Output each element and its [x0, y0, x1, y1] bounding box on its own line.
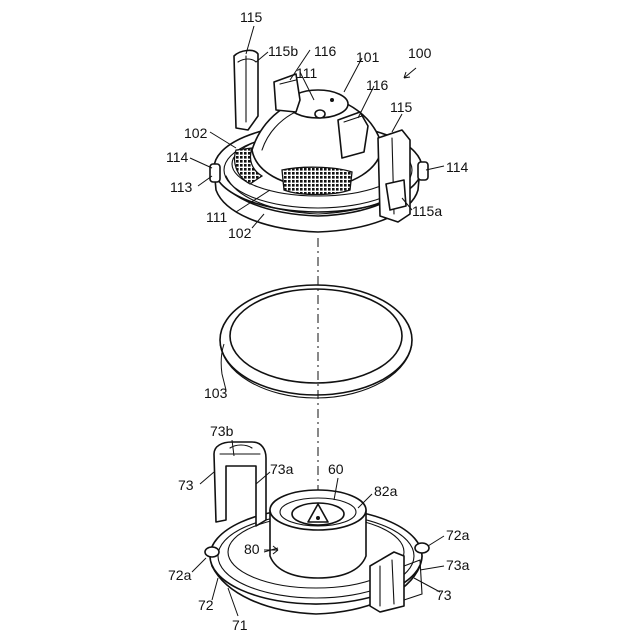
- side-pin-right: [418, 162, 428, 180]
- label-115a: 115a: [412, 203, 442, 219]
- label-71: 71: [232, 617, 248, 633]
- label-115-top: 115: [240, 9, 263, 25]
- label-73-right: 73: [436, 587, 452, 603]
- side-pin-left: [210, 164, 220, 182]
- label-73a-top: 73a: [270, 461, 294, 477]
- label-116-a: 116: [314, 43, 337, 59]
- label-72: 72: [198, 597, 214, 613]
- label-113: 113: [170, 179, 193, 195]
- latch-73-left: [214, 442, 266, 526]
- label-111-bottom: 111: [206, 209, 227, 225]
- front-window: [282, 167, 352, 194]
- ear-72a-left: [205, 547, 219, 557]
- label-73b: 73b: [210, 423, 234, 439]
- label-115b: 115b: [268, 43, 298, 59]
- latch-hook-115a: [386, 180, 406, 210]
- top-cap-assembly: [210, 50, 428, 232]
- label-115-right: 115: [390, 99, 413, 115]
- label-101: 101: [356, 49, 380, 65]
- label-111-top: 111: [296, 65, 317, 81]
- arrow-100: [404, 68, 416, 78]
- label-80: 80: [244, 541, 260, 557]
- label-82a: 82a: [374, 483, 398, 499]
- label-102-top: 102: [184, 125, 208, 141]
- label-100: 100: [408, 45, 432, 61]
- top-center-hole: [315, 110, 325, 118]
- label-102-bottom: 102: [228, 225, 252, 241]
- label-72a-right: 72a: [446, 527, 470, 543]
- label-114-right: 114: [446, 159, 469, 175]
- label-114-left: 114: [166, 149, 189, 165]
- bottom-base-assembly: [205, 442, 429, 614]
- label-103: 103: [204, 385, 228, 401]
- seal-ring: [220, 285, 412, 398]
- ear-72a-right: [415, 543, 429, 553]
- label-73-left: 73: [178, 477, 194, 493]
- label-72a-left: 72a: [168, 567, 192, 583]
- label-116-b: 116: [366, 77, 389, 93]
- label-60: 60: [328, 461, 344, 477]
- label-73a-right: 73a: [446, 557, 470, 573]
